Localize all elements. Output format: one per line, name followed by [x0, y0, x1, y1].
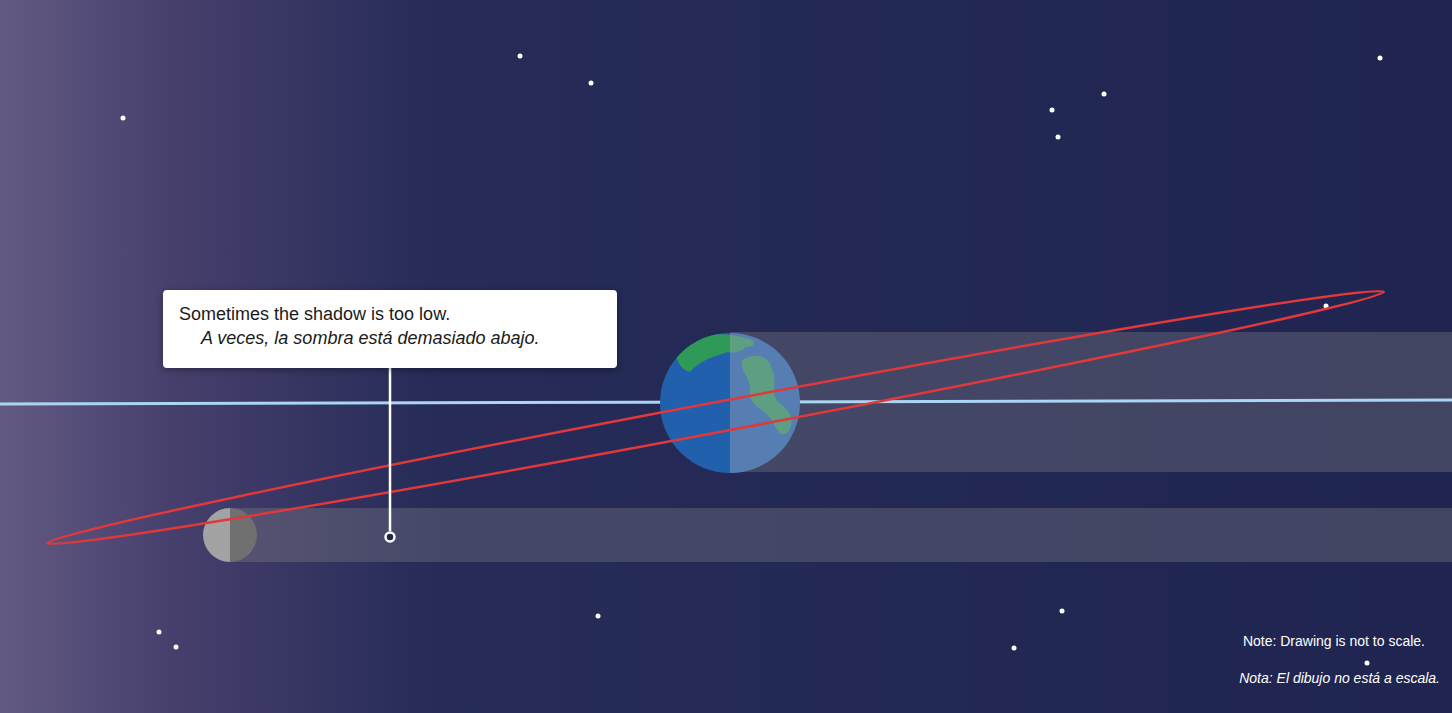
moon-orbit [44, 277, 1386, 558]
callout-translation: A veces, la sombra está demasiado abajo. [179, 326, 601, 350]
callout-box: Sometimes the shadow is too low.A veces,… [163, 290, 617, 368]
moon-shadow [230, 508, 1452, 562]
callout-text: Sometimes the shadow is too low. [179, 302, 601, 326]
scale-note: Note: Drawing is not to scale. [1243, 632, 1425, 650]
leader-line [389, 368, 392, 531]
leader-dot [386, 533, 395, 542]
scale-note: Nota: El dibujo no está a escala. [1239, 669, 1440, 687]
earth [660, 333, 800, 473]
